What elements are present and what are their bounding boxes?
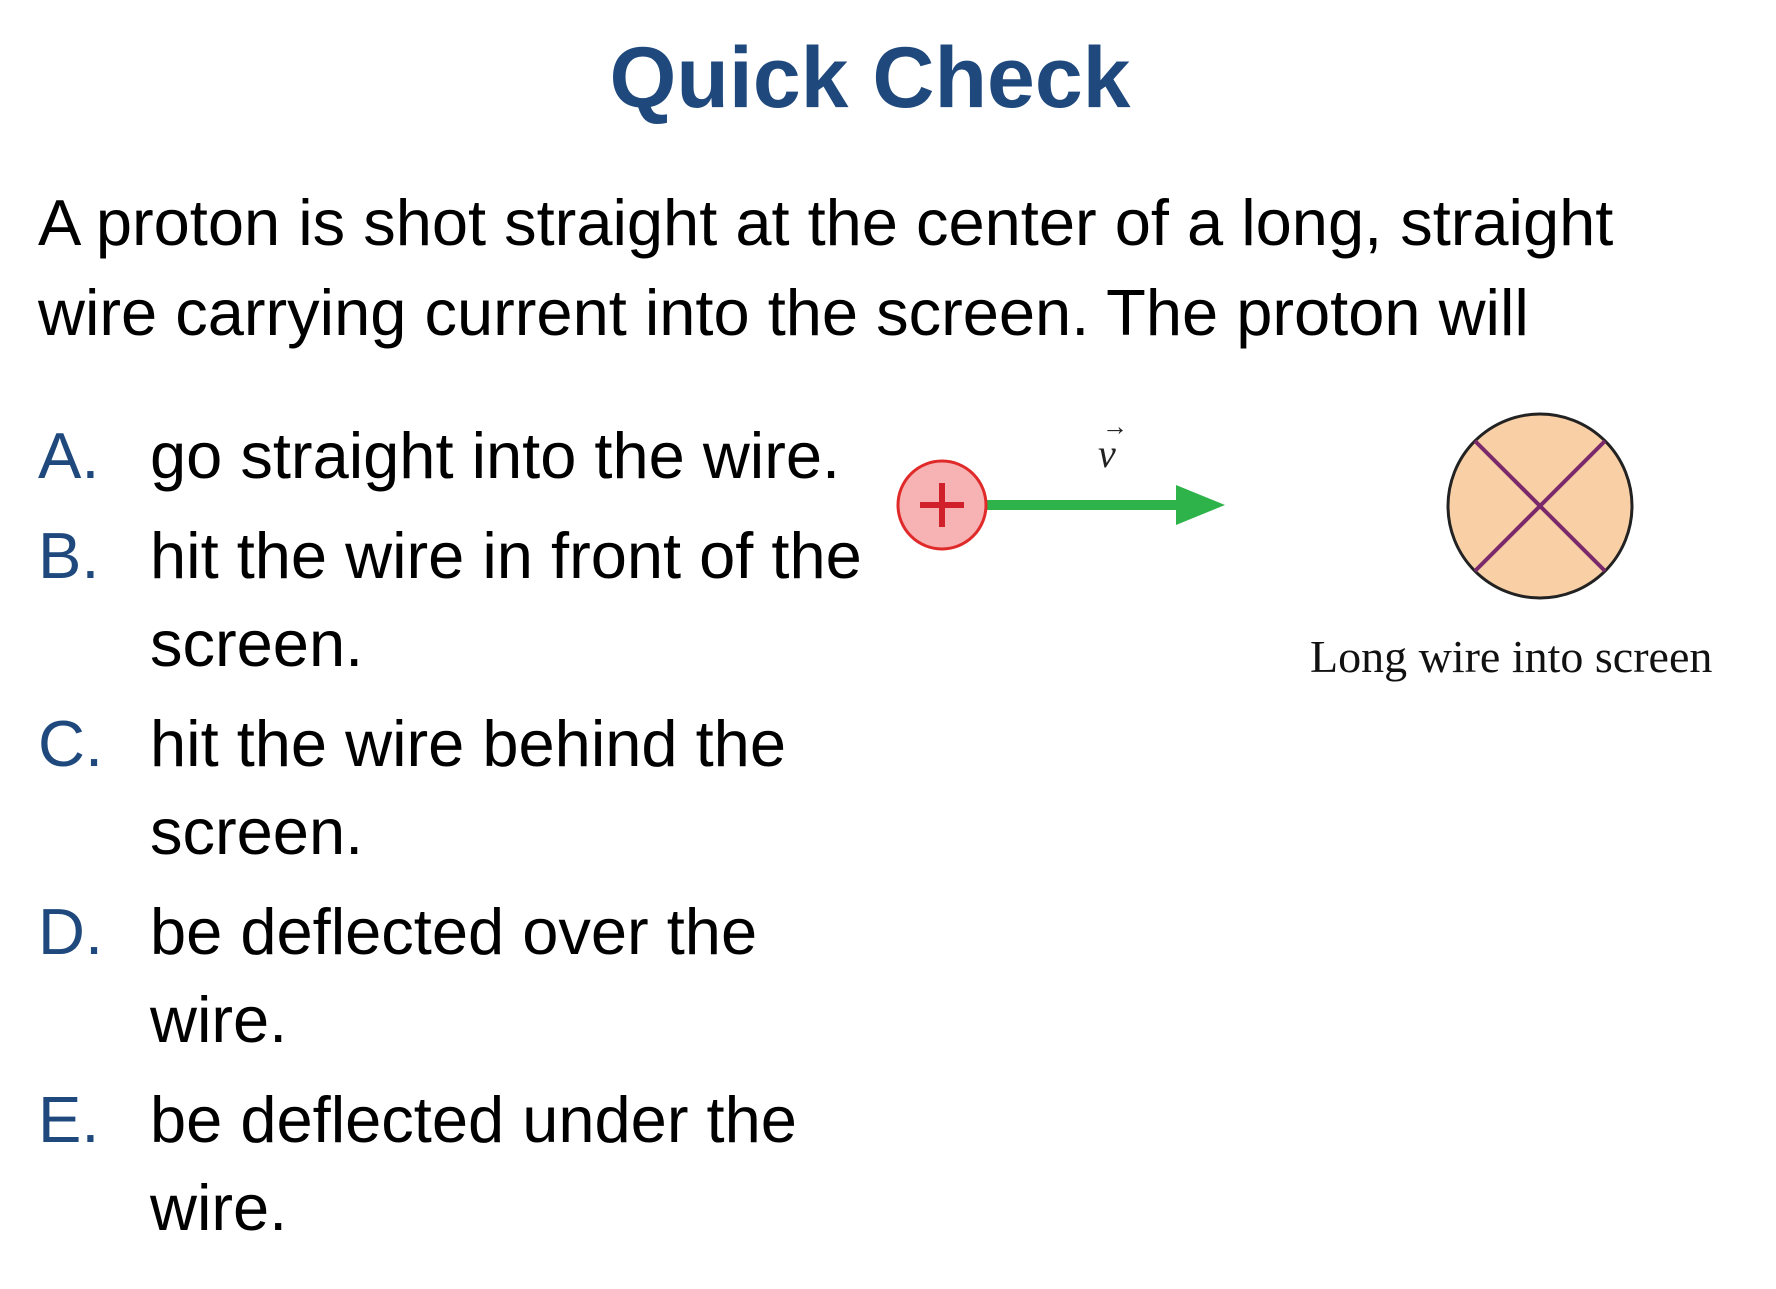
option-text: hit the wire behind the screen. — [150, 707, 786, 868]
option-text: be deflected under the wire. — [150, 1083, 797, 1244]
option-text: hit the wire in front of the screen. — [150, 519, 862, 680]
option-text: be deflected over the wire. — [150, 895, 758, 1056]
velocity-arrow-icon — [980, 485, 1225, 525]
option-c: C. hit the wire behind the screen. — [38, 700, 870, 876]
option-a: A. go straight into the wire. — [38, 412, 1010, 500]
slide-title: Quick Check — [609, 30, 1131, 126]
option-e: E. be deflected under the wire. — [38, 1076, 870, 1252]
option-letter: C. — [38, 707, 103, 780]
option-text: go straight into the wire. — [150, 419, 841, 492]
velocity-label: → v — [1098, 412, 1128, 477]
option-letter: E. — [38, 1083, 100, 1156]
question-line-1: A proton is shot straight at the center … — [38, 186, 1614, 259]
proton-icon — [896, 459, 988, 551]
option-letter: D. — [38, 895, 103, 968]
option-d: D. be deflected over the wire. — [38, 888, 870, 1064]
option-letter: A. — [38, 419, 100, 492]
velocity-symbol: v — [1098, 431, 1116, 476]
question-line-2: wire carrying current into the screen. T… — [38, 276, 1529, 349]
vector-arrow-glyph: → — [1102, 412, 1128, 441]
option-letter: B. — [38, 519, 100, 592]
option-b: B. hit the wire in front of the screen. — [38, 512, 870, 688]
wire-caption: Long wire into screen — [1310, 631, 1713, 682]
proton-wire-diagram — [880, 380, 1776, 720]
question-text: A proton is shot straight at the center … — [38, 178, 1738, 358]
wire-into-screen-icon — [1446, 412, 1634, 600]
answer-options: A. go straight into the wire. B. hit the… — [38, 412, 898, 1264]
